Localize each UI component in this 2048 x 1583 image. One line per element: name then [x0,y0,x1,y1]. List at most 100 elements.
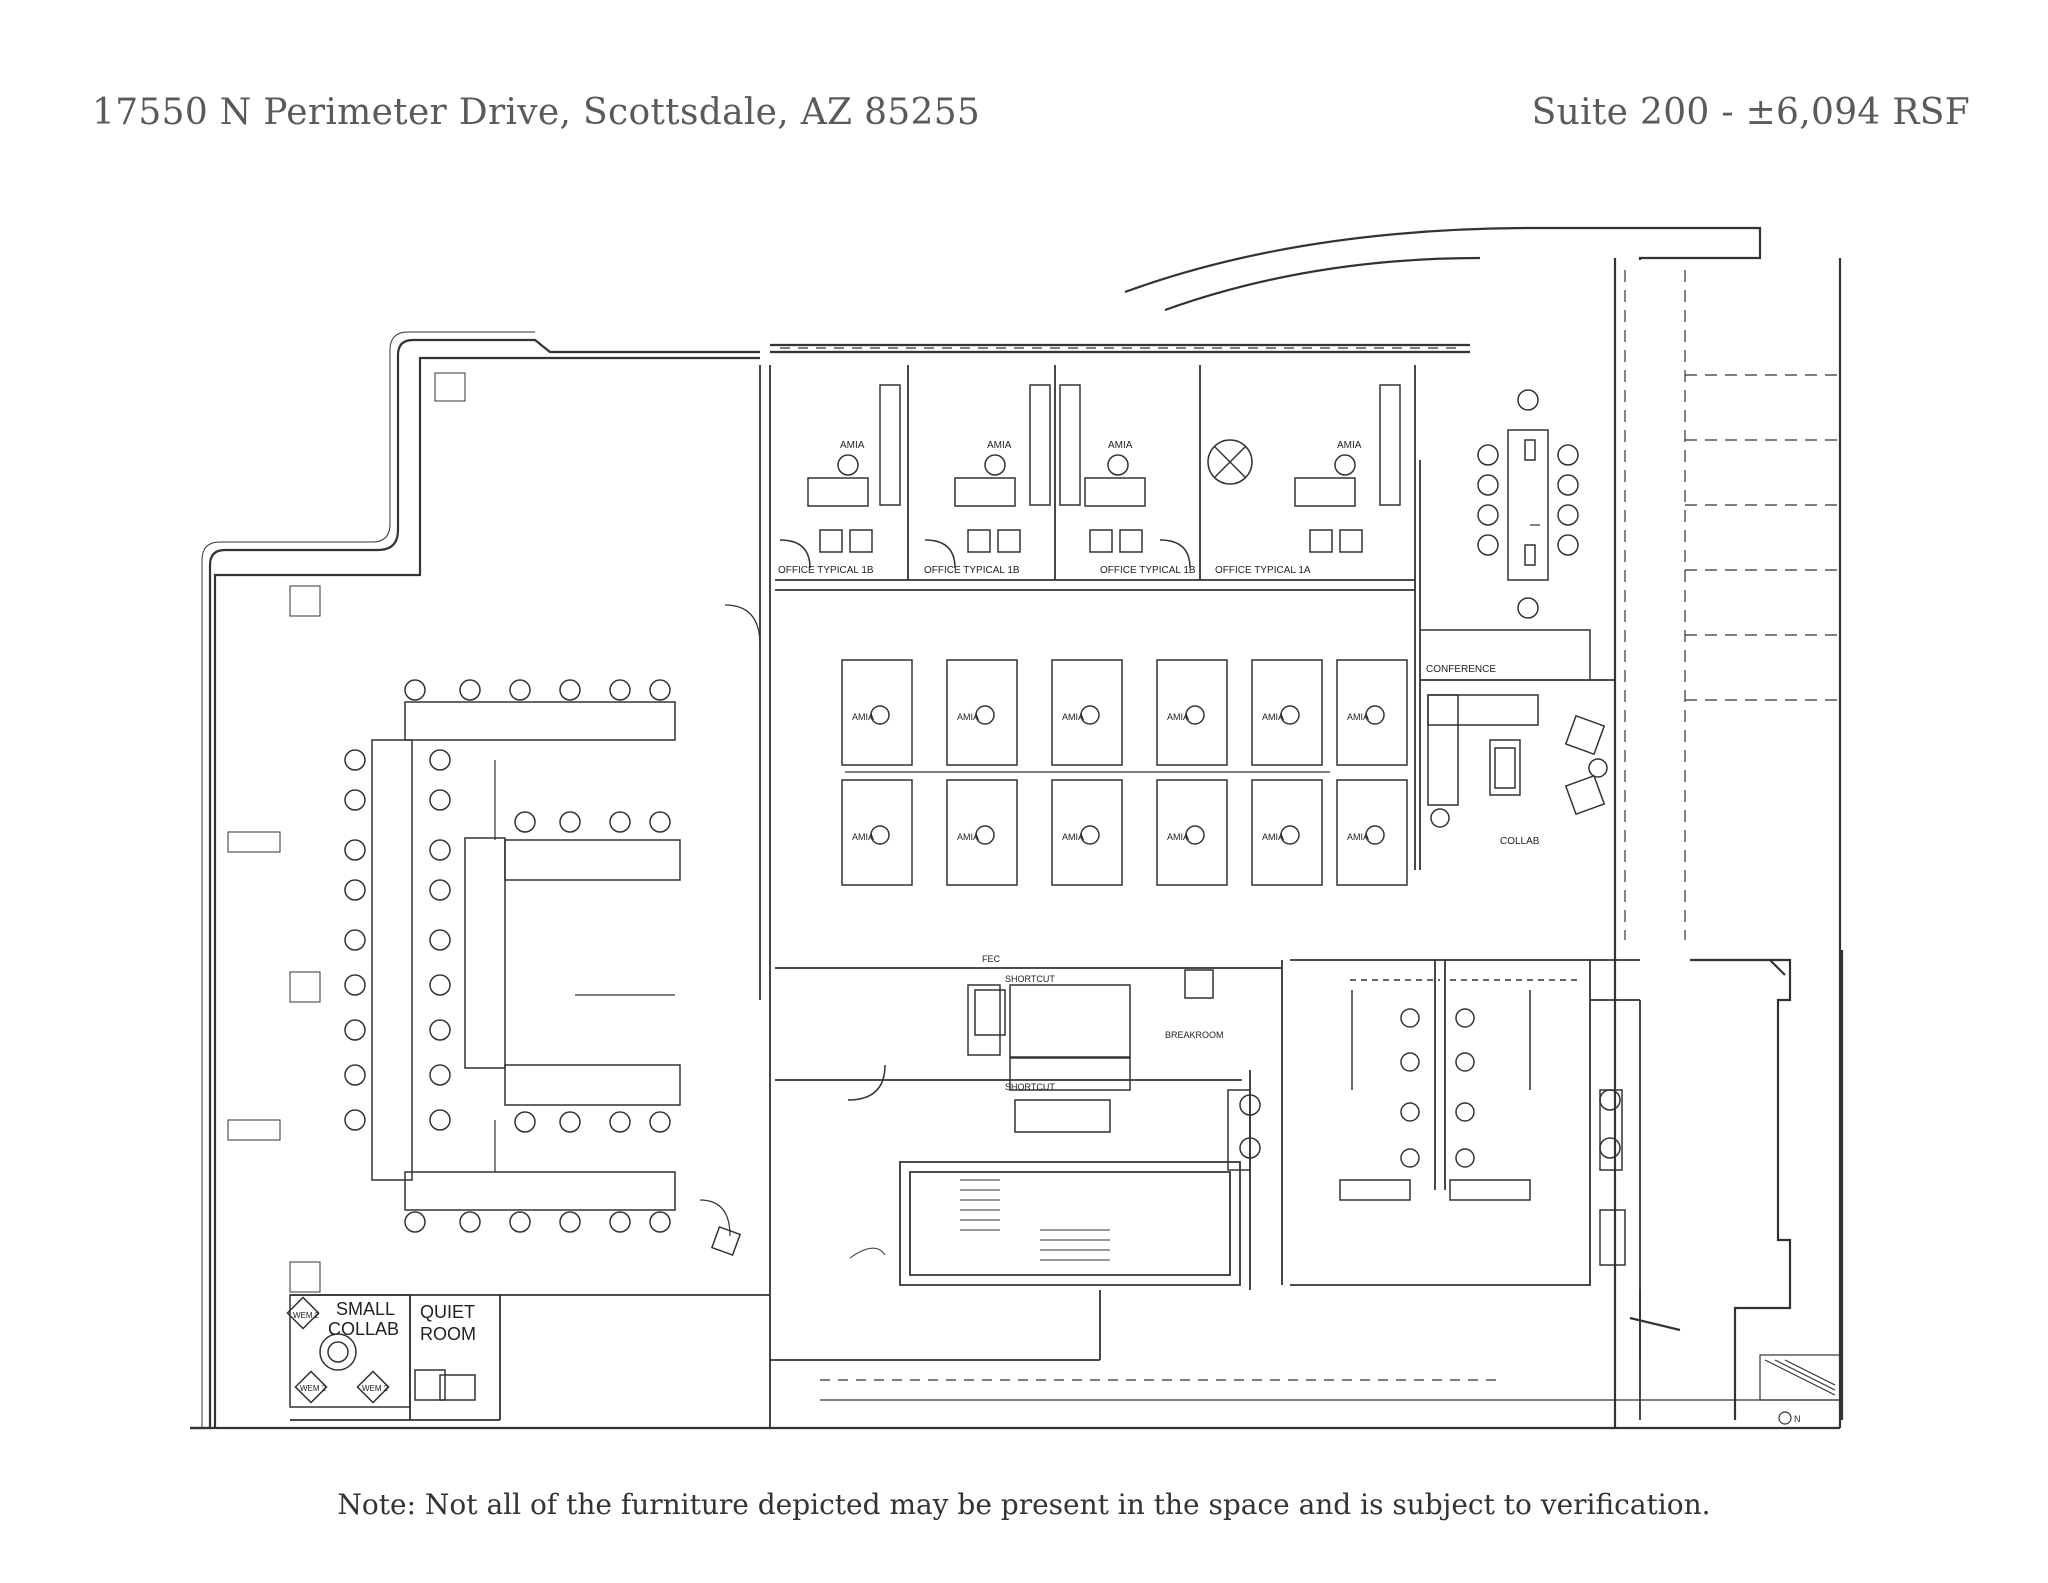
workstation-brand: AMIA [1062,832,1084,842]
bench-chair [649,1211,671,1233]
bench-desk [404,1171,676,1211]
workstation [1156,779,1228,886]
suite-size: Suite 200 - ±6,094 RSF [1531,92,1970,133]
office-1: AMIA OFFICE TYPICAL 1B [778,384,901,576]
right-stripes [1624,270,1840,940]
office-1-brand: AMIA [840,440,865,451]
bench-chair [429,929,451,951]
bench-chair [344,1109,366,1131]
north-label: N [1794,1414,1801,1424]
conference-chair [1557,534,1579,556]
bench-chair [429,1109,451,1131]
conference-chair [1477,474,1499,496]
furniture-note: Note: Not all of the furniture depicted … [337,1488,1711,1521]
office-4-label: OFFICE TYPICAL 1A [1215,565,1311,576]
bench-chair [429,1019,451,1041]
workstation-brand: AMIA [852,832,874,842]
restrooms [1227,979,1626,1266]
bench-chair [429,974,451,996]
bench-chair [344,839,366,861]
bench-chair [514,811,536,833]
workstation-chair [1185,705,1205,725]
workstation-brand: AMIA [957,832,979,842]
bench-chair [344,879,366,901]
workstation [841,659,913,766]
breakroom-label: BREAKROOM [1165,1030,1224,1040]
workstation-brand: AMIA [1347,712,1369,722]
bench-chair [559,811,581,833]
workstation [841,779,913,886]
exterior-walls [190,226,1844,1430]
collab-label: COLLAB [1500,836,1540,847]
office-4: AMIA OFFICE TYPICAL 1A [1207,384,1401,576]
conference-chair [1477,504,1499,526]
office-2-brand: AMIA [987,440,1012,451]
conference-chair [1477,534,1499,556]
bench-chair [649,679,671,701]
workstation-chair [1365,705,1385,725]
workstation [1336,779,1408,886]
workstation-chair [1365,825,1385,845]
conference-chair [1517,389,1539,411]
office-2-label: OFFICE TYPICAL 1B [924,565,1020,576]
bench-chair [609,1111,631,1133]
workstation-brand: AMIA [957,712,979,722]
fec-label: FEC [982,954,1001,964]
benching-cluster [344,679,681,1233]
bench-chair [559,1211,581,1233]
bench-chair [514,1111,536,1133]
shortcut-label-bottom: SHORTCUT [1005,1082,1055,1092]
bench-chair [649,811,671,833]
bench-chair [344,1019,366,1041]
bench-chair [459,679,481,701]
workstation [1051,779,1123,886]
bench-chair [344,1064,366,1086]
conference-chair [1477,444,1499,466]
bench-chair [429,839,451,861]
bench-chair [344,974,366,996]
bench-desk [371,739,413,1181]
wem-tag-3: WEM 2 [362,1384,389,1393]
workstation-cluster: AMIAAMIAAMIAAMIAAMIAAMIAAMIAAMIAAMIAAMIA… [841,659,1408,886]
workstation-brand: AMIA [1167,832,1189,842]
office-row: AMIA OFFICE TYPICAL 1B AMIA OFFICE TYPIC… [778,347,1460,576]
quiet-room: QUIET ROOM [414,1302,476,1401]
workstation-chair [1280,705,1300,725]
conference-chair [1517,597,1539,619]
bench-chair [459,1211,481,1233]
small-collab-label-2: COLLAB [328,1319,399,1339]
bottom-corridor: N [820,1354,1841,1425]
workstation [1156,659,1228,766]
workstation-brand: AMIA [1347,832,1369,842]
bench-desk [464,837,506,1069]
collab-area: COLLAB [1427,694,1608,847]
conference-label: CONFERENCE [1426,664,1496,675]
stair [849,1179,1110,1261]
workstation-brand: AMIA [1262,712,1284,722]
bench-chair [404,679,426,701]
conference-chairs [1477,389,1579,619]
workstation [1051,659,1123,766]
workstation-chair [870,705,890,725]
bench-chair [609,679,631,701]
property-address: 17550 N Perimeter Drive, Scottsdale, AZ … [92,92,981,133]
bench-chair [649,1111,671,1133]
shortcut-label-top: SHORTCUT [1005,974,1055,984]
bench-chair [429,789,451,811]
workstation-chair [975,825,995,845]
office-4-brand: AMIA [1337,440,1362,451]
conference-chair [1557,504,1579,526]
bench-chair [344,929,366,951]
workstation-brand: AMIA [1167,712,1189,722]
office-1-label: OFFICE TYPICAL 1B [778,565,874,576]
bench-chair [429,879,451,901]
workstation-chair [870,825,890,845]
bench-chair [559,1111,581,1133]
conference-chair [1557,444,1579,466]
bench-chair [509,1211,531,1233]
bench-chair [344,789,366,811]
workstation-chair [1080,825,1100,845]
workstation-chair [1080,705,1100,725]
conference-chair [1557,474,1579,496]
